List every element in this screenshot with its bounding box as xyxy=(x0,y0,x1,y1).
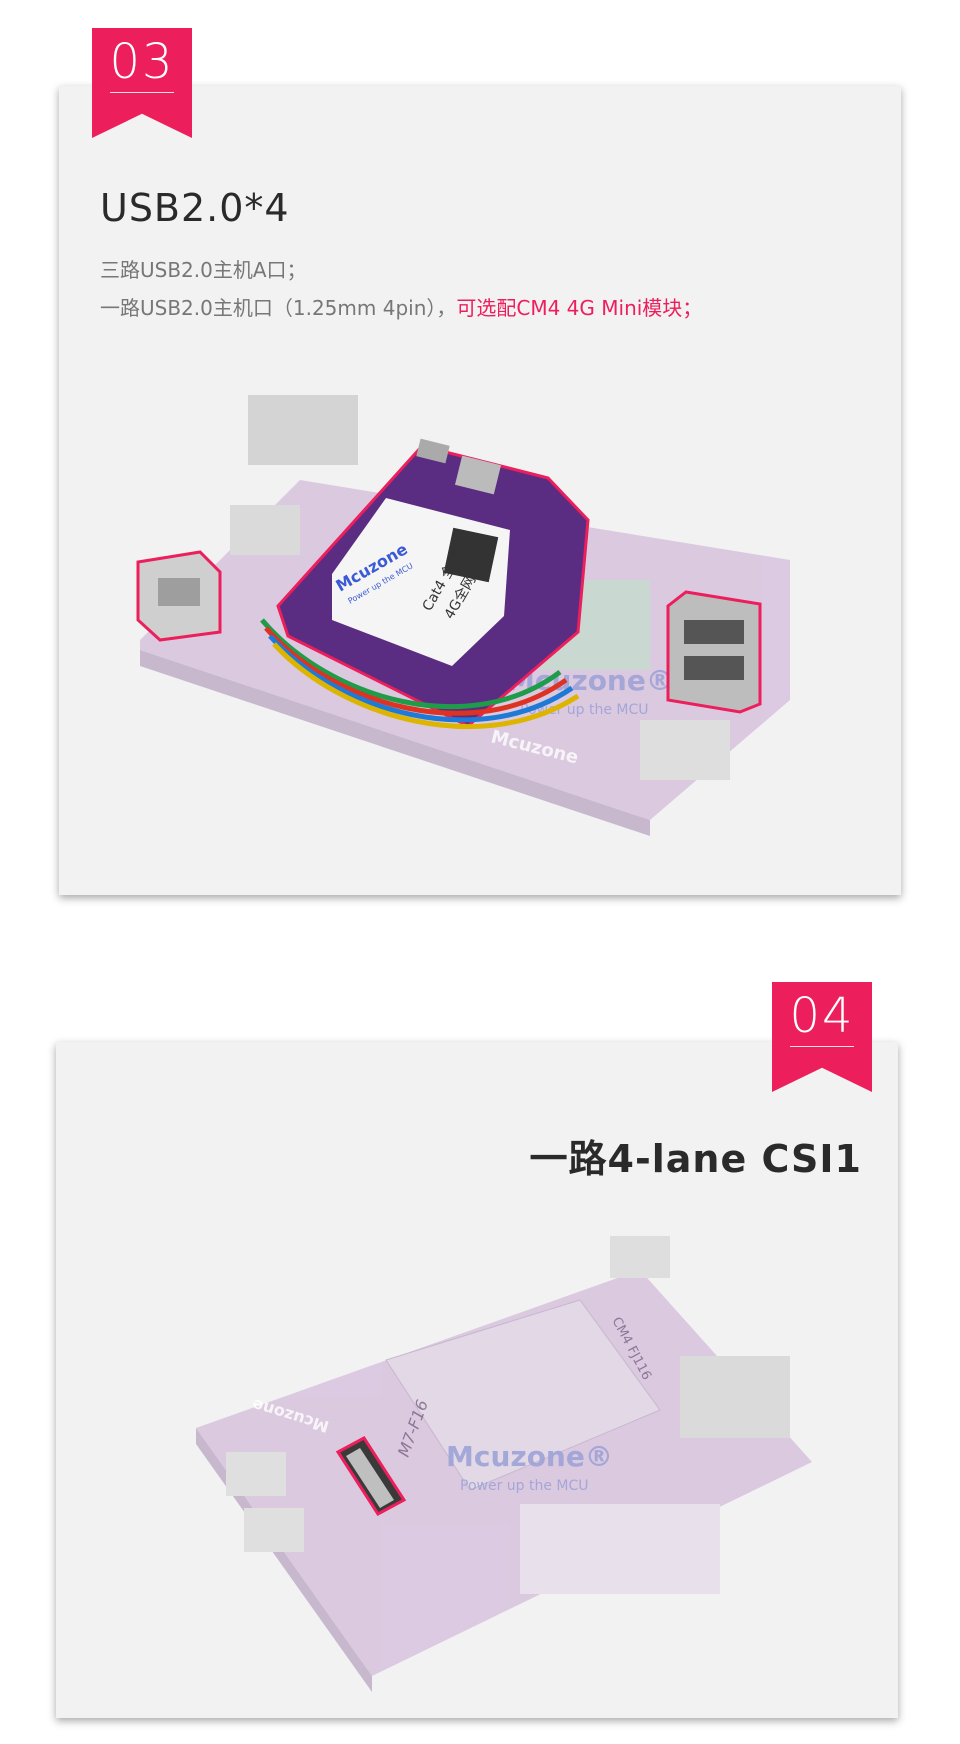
section-number: 03 xyxy=(109,34,175,90)
section-title: 一路4-lane CSI1 xyxy=(529,1137,862,1181)
section-number-badge: 03 xyxy=(92,28,192,138)
badge-divider xyxy=(790,1046,854,1047)
badge-divider xyxy=(110,92,174,93)
description-text: 一路USB2.0主机口（1.25mm 4pin）， xyxy=(100,296,457,320)
optional-module-note: 可选配CM4 4G Mini模块； xyxy=(456,296,703,320)
section-number: 04 xyxy=(789,988,855,1044)
description-line-2: 一路USB2.0主机口（1.25mm 4pin），可选配CM4 4G Mini模… xyxy=(100,292,702,321)
section-number-badge: 04 xyxy=(772,982,872,1092)
description-line-1: 三路USB2.0主机A口； xyxy=(100,258,307,282)
section-title: USB2.0*4 xyxy=(100,186,290,230)
